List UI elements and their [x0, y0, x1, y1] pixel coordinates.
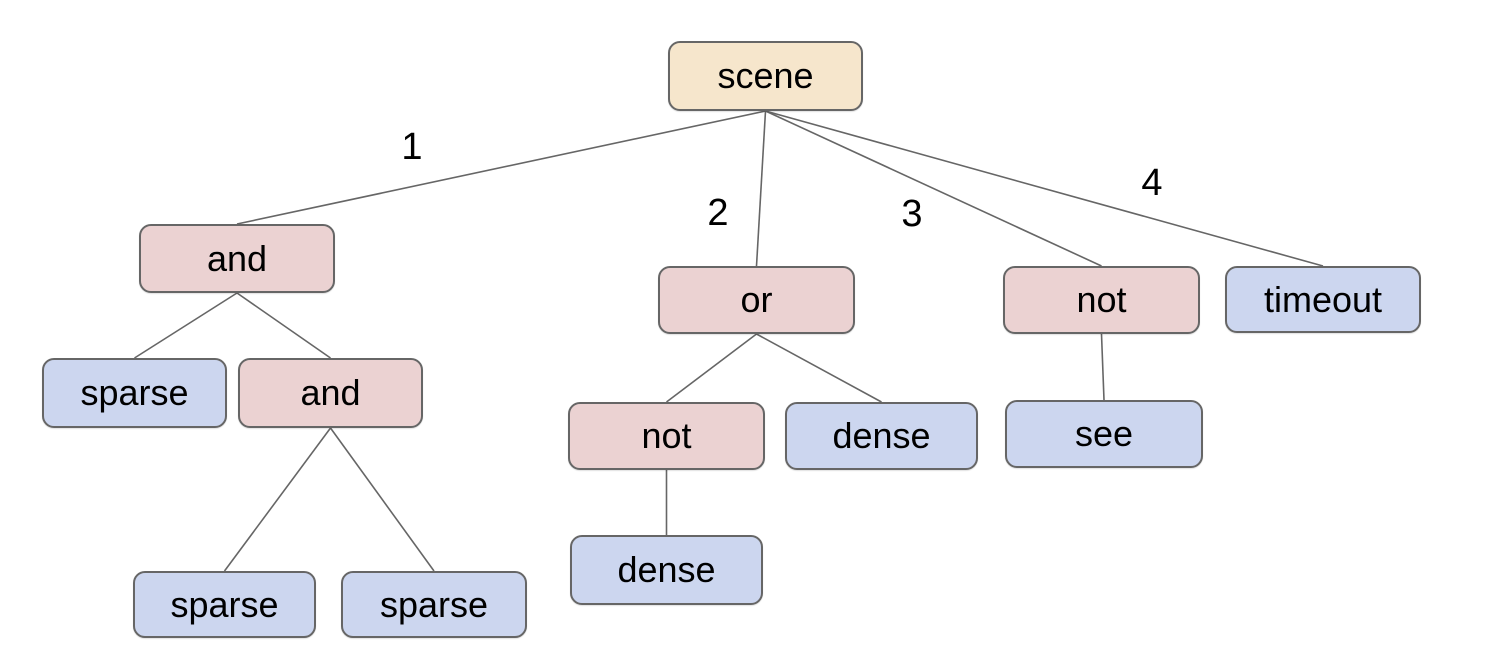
node-label: sparse [80, 372, 189, 413]
edge-scene-to-not-1 [765, 110, 1102, 267]
node-label: and [300, 372, 361, 413]
edge-label-1: 1 [401, 126, 422, 168]
edge-or-1-to-not-2 [666, 333, 757, 403]
node-label: see [1074, 413, 1134, 454]
node-label: sparse [170, 583, 279, 625]
edge-not-1-to-see-1 [1100, 333, 1105, 401]
node-label: sparse [379, 583, 489, 625]
edge-and-1-to-and-2 [236, 292, 331, 359]
edge-and-2-to-sparse-2 [223, 427, 332, 572]
edge-scene-to-or-1 [755, 110, 767, 267]
node-sparse-2: sparse [133, 571, 316, 638]
node-see-1: see [1005, 400, 1203, 468]
node-not-1: not [1003, 266, 1200, 334]
node-label: timeout [1263, 278, 1383, 320]
node-dense-1: dense [785, 402, 978, 470]
node-and-2: and [238, 358, 423, 428]
node-label: dense [832, 415, 931, 456]
edge-label-2: 2 [707, 192, 728, 234]
edge-label-3: 3 [901, 193, 922, 235]
edge-and-2-to-sparse-3 [329, 427, 435, 572]
node-sparse-1: sparse [42, 358, 227, 428]
edge-and-1-to-sparse-1 [134, 292, 238, 359]
node-timeout-1: timeout [1225, 266, 1421, 333]
edge-scene-to-and-1 [236, 110, 766, 225]
node-label: not [1076, 279, 1127, 320]
edge-scene-to-timeout-1 [765, 110, 1324, 267]
node-label: not [641, 415, 692, 456]
node-sparse-3: sparse [341, 571, 527, 638]
node-label: and [206, 237, 268, 279]
node-not-2: not [568, 402, 765, 470]
node-scene: scene [668, 41, 863, 111]
node-label: or [740, 279, 773, 320]
edge-or-1-to-dense-1 [756, 333, 882, 403]
node-and-1: and [139, 224, 335, 293]
node-dense-2: dense [570, 535, 763, 605]
node-or-1: or [658, 266, 855, 334]
node-label: dense [617, 549, 716, 590]
node-label: scene [717, 55, 814, 96]
edge-label-4: 4 [1141, 162, 1162, 204]
